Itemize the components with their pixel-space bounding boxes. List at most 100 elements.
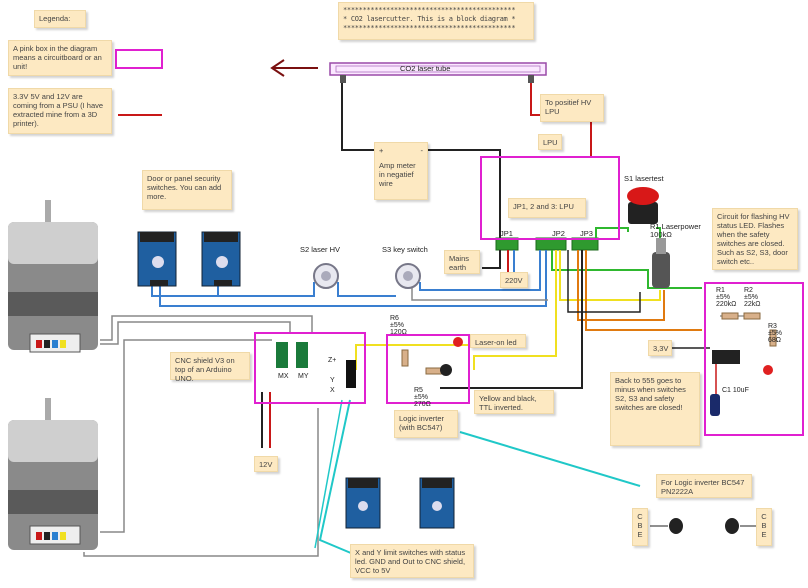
laserpower-potentiometer <box>652 238 670 288</box>
logic-inverter-note: Logic inverter (with BC547) <box>394 410 458 438</box>
r1-laserpower-value: 100kΩ <box>650 230 672 239</box>
logic-inverter-text: Logic inverter (with BC547) <box>399 414 445 432</box>
zplus-label: Z+ <box>328 357 337 364</box>
jp1-label: JP1 <box>500 229 513 238</box>
for-logic-inverter-note: For Logic inverter BC547 PN2222A <box>656 474 752 498</box>
flasher-circuit-note: Circuit for flashing HV status LED. Flas… <box>712 208 798 270</box>
wire-mains-earth <box>482 250 501 269</box>
s3-key-switch <box>395 263 421 289</box>
v33-note: 3,3V <box>648 340 672 356</box>
r2-tolerance: ±5% <box>744 294 758 301</box>
jp-lpu-text: JP1, 2 and 3: LPU <box>513 202 574 211</box>
wire-motor-top <box>100 315 313 341</box>
r6-tolerance: ±5% <box>390 322 404 329</box>
r2-label: R2 <box>744 287 753 294</box>
wire-blue-s2-s3 <box>337 282 396 297</box>
amp-meter-text: Amp meter in negatief wire <box>379 161 416 188</box>
transistor-bc547-icon <box>650 518 683 534</box>
flasher-circuit-text: Circuit for flashing HV status LED. Flas… <box>717 212 790 266</box>
wire-yellow-ttl <box>473 250 557 370</box>
cnc-shield-note: CNC shield V3 on top of an Arduino UNO. <box>170 352 250 383</box>
wire-orange-jp3 <box>577 250 665 321</box>
wire-motor-bottom-2 <box>83 408 319 557</box>
to-hv-note: To positief HV LPU <box>540 94 604 122</box>
legend-psu-text: 3.3V 5V and 12V are coming from a PSU (I… <box>13 92 104 128</box>
r5-label: R5 <box>414 387 423 394</box>
cbe-left-text: C B E <box>637 512 643 539</box>
r5-tolerance: ±5% <box>414 394 428 401</box>
amp-meter-note: + - Amp meter in negatief wire <box>374 142 428 200</box>
wire-black-ttl <box>440 250 583 389</box>
wire-blue-s3-jp2 <box>419 250 541 291</box>
jp2-label: JP2 <box>552 229 565 238</box>
back-555-note: Back to 555 goes to minus when switches … <box>610 372 700 446</box>
for-logic-inverter-text: For Logic inverter BC547 PN2222A <box>661 478 762 496</box>
wire-cyan-limit-2 <box>314 399 343 549</box>
flasher-circuit-components <box>710 312 777 416</box>
laser-on-text: Laser-on led <box>475 338 517 347</box>
x-label: X <box>330 387 335 394</box>
r1-laserpower-label: R1 Laserpower <box>650 222 701 231</box>
r6-label: R6 <box>390 315 399 322</box>
lpu-unit-box <box>480 156 620 240</box>
yellow-black-text: Yellow and black, TTL inverted. <box>479 394 537 412</box>
r3-value: 68Ω <box>768 337 782 344</box>
limit-switch-y <box>419 477 455 529</box>
to-hv-text: To positief HV LPU <box>545 98 592 116</box>
door-switch-module-2 <box>201 231 241 287</box>
cbe-left-note: C B E <box>632 508 648 546</box>
wire-blue-return <box>159 250 547 307</box>
back-555-text: Back to 555 goes to minus when switches … <box>615 376 686 412</box>
door-switch-module-1 <box>137 231 177 287</box>
wire-yellow-jp2 <box>559 250 661 301</box>
legend-pink-box-sample <box>115 49 163 69</box>
jp-lpu-note: JP1, 2 and 3: LPU <box>508 198 586 218</box>
stepper-motor-top <box>8 200 98 353</box>
limit-switch-x <box>345 477 381 529</box>
cnc-shield-components <box>276 342 356 388</box>
door-switches-text: Door or panel security switches. You can… <box>147 174 222 201</box>
laser-tube-label: CO2 laser tube <box>400 64 451 73</box>
arrow-left-icon <box>270 59 318 77</box>
r1-label: R1 <box>716 287 725 294</box>
wire-motor-bottom <box>100 339 272 533</box>
v220-text: 220V <box>505 276 523 285</box>
lpu-text: LPU <box>543 138 558 147</box>
y-label: Y <box>330 377 335 384</box>
cbe-right-text: C B E <box>761 512 767 539</box>
r3-label: R3 <box>768 323 777 330</box>
logic-inverter-box <box>386 334 470 404</box>
lpu-note: LPU <box>538 134 562 150</box>
legend-psu-note: 3.3V 5V and 12V are coming from a PSU (I… <box>8 88 112 134</box>
laser-tube <box>329 62 547 83</box>
cnc-shield-text: CNC shield V3 on top of an Arduino UNO. <box>175 356 235 383</box>
legend-title-note: Legenda: <box>34 10 86 28</box>
legend-pink-text: A pink box in the diagram means a circui… <box>13 44 102 71</box>
amp-minus: - <box>420 146 424 155</box>
cnc-shield-box <box>254 332 366 404</box>
r5-value: 270Ω <box>414 401 431 408</box>
wire-green-jp2-555 <box>551 250 702 289</box>
flasher-circuit-box <box>704 282 804 436</box>
my-label: MY <box>298 373 309 380</box>
legend-pink-note: A pink box in the diagram means a circui… <box>8 40 112 76</box>
r6-value: 120Ω <box>390 329 407 336</box>
limit-switches-note: X and Y limit switches with status led. … <box>350 544 474 578</box>
s1-label: S1 lasertest <box>624 174 664 183</box>
title-line-1: ****************************************… <box>343 6 516 14</box>
wire-motor-top-2 <box>100 321 291 345</box>
wire-black-pot <box>567 250 641 313</box>
wire-green-s1 <box>595 227 629 238</box>
title-line-3: ****************************************… <box>343 24 516 32</box>
cbe-right-note: C B E <box>756 508 772 546</box>
title-note: ****************************************… <box>338 2 534 40</box>
r1-tolerance: ±5% <box>716 294 730 301</box>
transistor-pn2222a-icon <box>725 518 756 534</box>
wire-blue-s2 <box>217 282 315 297</box>
logic-inverter-components <box>401 337 463 376</box>
v220-note: 220V <box>500 272 528 288</box>
v12-text: 12V <box>259 460 273 469</box>
mains-earth-note: Mains earth <box>444 250 480 274</box>
s3-label: S3 key switch <box>382 245 428 254</box>
